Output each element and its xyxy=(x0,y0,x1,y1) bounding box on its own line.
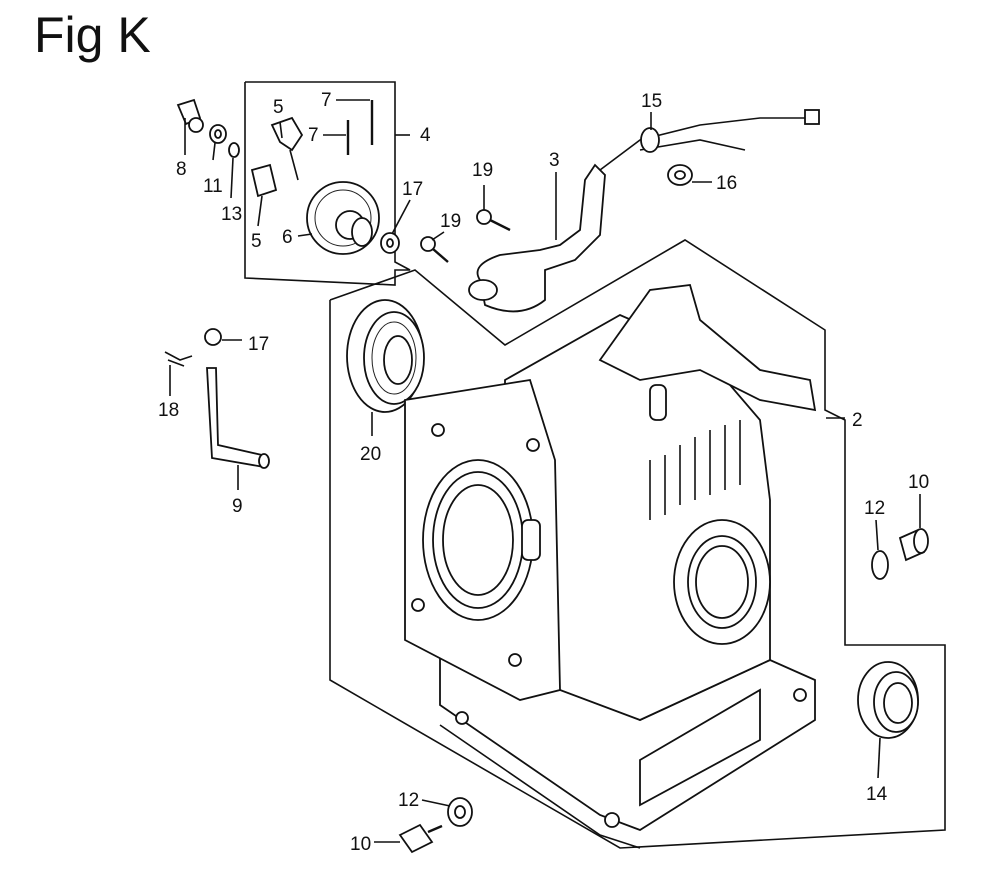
callout-10-bottom: 10 xyxy=(350,834,371,855)
callout-10-right: 10 xyxy=(908,472,929,493)
callout-12-right: 12 xyxy=(864,498,885,519)
callout-5-lower: 5 xyxy=(251,231,262,252)
callout-7-upper: 7 xyxy=(321,90,332,111)
callout-3: 3 xyxy=(549,150,560,171)
callout-19-upper: 19 xyxy=(472,160,493,181)
callout-4: 4 xyxy=(420,125,431,146)
governor-shaft-9 xyxy=(206,367,270,469)
callout-19-lower: 19 xyxy=(440,211,461,232)
washer-12-right xyxy=(871,550,889,580)
clip-18 xyxy=(164,351,193,367)
callout-13: 13 xyxy=(221,204,242,225)
drain-bolt-10-bottom xyxy=(398,823,443,854)
crankcase-group-boundary xyxy=(329,239,946,849)
washer-17-upper xyxy=(380,232,400,254)
bolt-8 xyxy=(176,98,204,133)
callout-5-upper: 5 xyxy=(273,97,284,118)
callout-18: 18 xyxy=(158,400,179,421)
callout-16: 16 xyxy=(716,173,737,194)
pin-13 xyxy=(228,142,240,158)
callout-17-lower: 17 xyxy=(248,334,269,355)
washer-17-lower xyxy=(204,328,222,346)
washer-11 xyxy=(209,124,227,144)
governor-gear-6 xyxy=(306,181,380,255)
callout-8: 8 xyxy=(176,159,187,180)
governor-arm-5-upper xyxy=(270,116,304,181)
callout-17-upper: 17 xyxy=(402,179,423,200)
bolt-19-lower xyxy=(420,236,449,263)
callout-9: 9 xyxy=(232,496,243,517)
callout-20: 20 xyxy=(360,444,381,465)
breather-tube-3 xyxy=(468,163,606,313)
figure-title: Fig K xyxy=(34,7,151,63)
callout-14: 14 xyxy=(866,784,888,805)
callout-15: 15 xyxy=(641,91,662,112)
callout-2: 2 xyxy=(852,410,863,431)
bolt-19-upper xyxy=(476,209,511,232)
callout-11: 11 xyxy=(203,176,223,197)
oil-seal-14 xyxy=(857,661,919,739)
washer-12-bottom xyxy=(447,797,473,827)
pin-7 xyxy=(346,100,374,155)
bearing-20 xyxy=(346,299,425,413)
crankcase-2 xyxy=(404,284,817,849)
callout-12-bottom: 12 xyxy=(398,790,419,811)
callout-7-lower: 7 xyxy=(308,125,319,146)
bolt-10-right xyxy=(898,528,929,562)
governor-holder-5-lower xyxy=(250,163,278,198)
nut-16 xyxy=(667,164,693,186)
callout-6: 6 xyxy=(282,227,293,248)
oil-alert-wiring-15 xyxy=(599,109,820,171)
governor-group-boundary xyxy=(244,81,411,286)
